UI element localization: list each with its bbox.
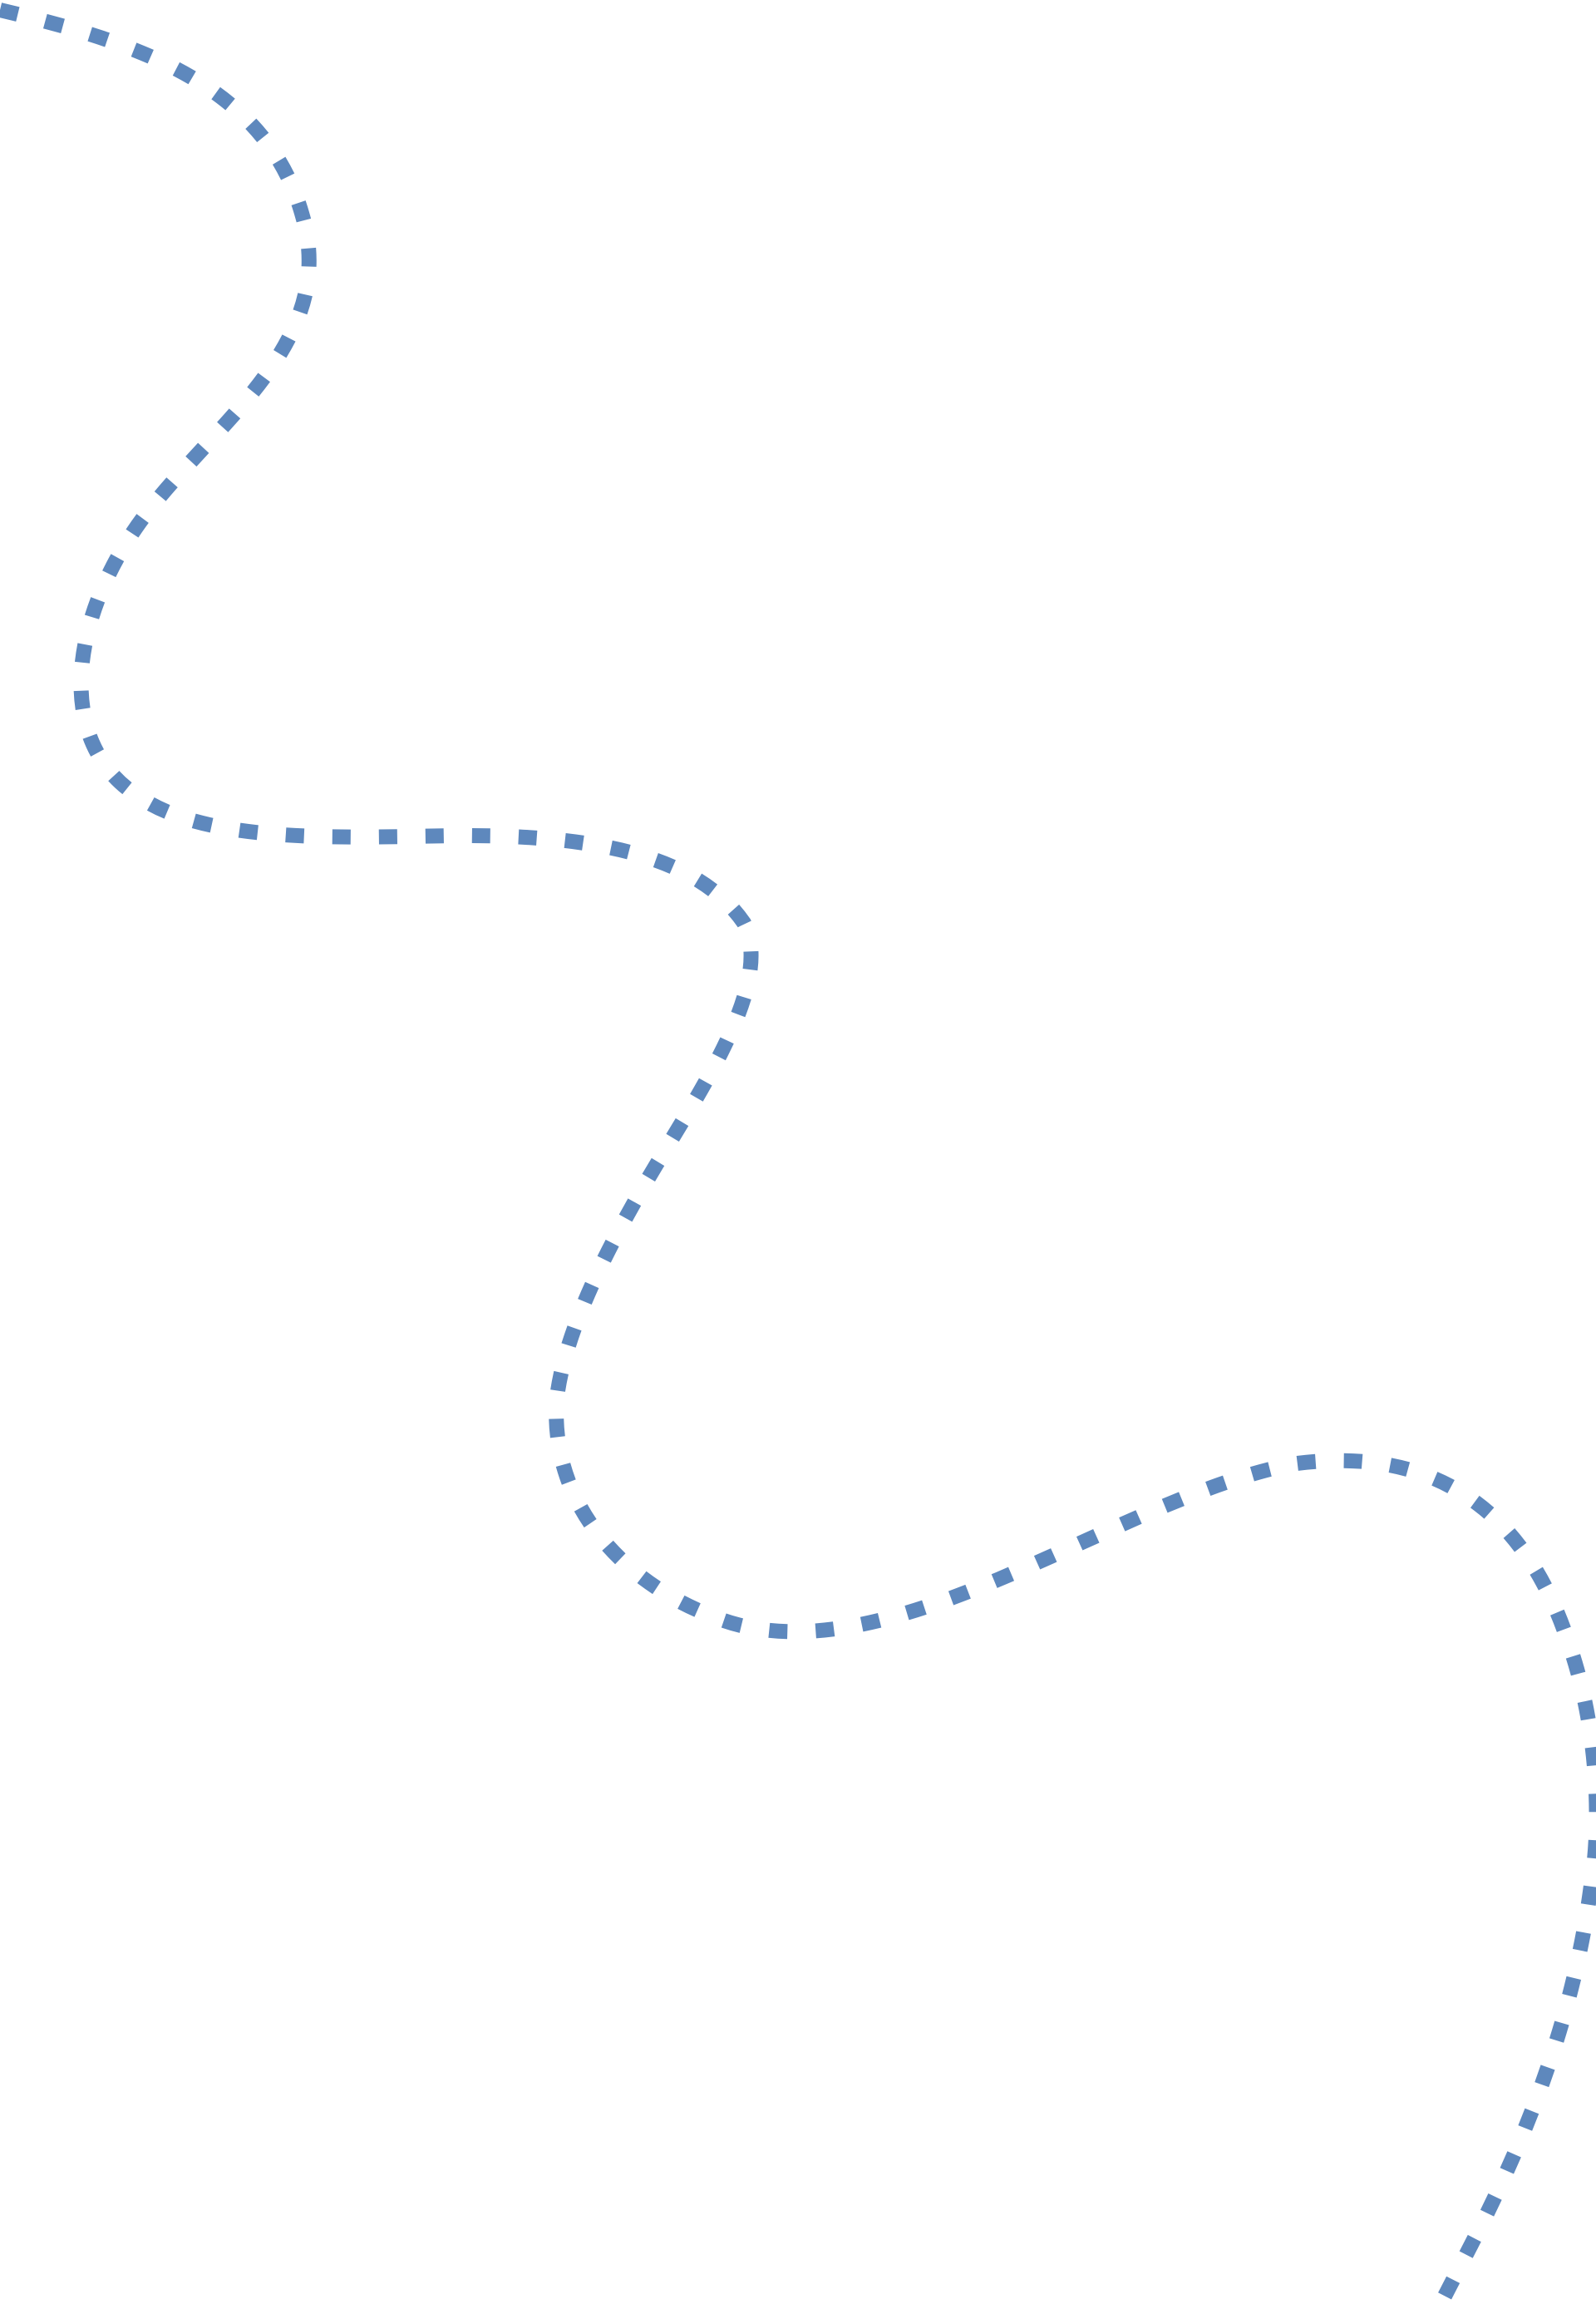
dashed-squiggle-line [0,2,1596,2309]
page-canvas [0,2,1596,2309]
decorative-dashed-path-svg [0,2,1596,2309]
